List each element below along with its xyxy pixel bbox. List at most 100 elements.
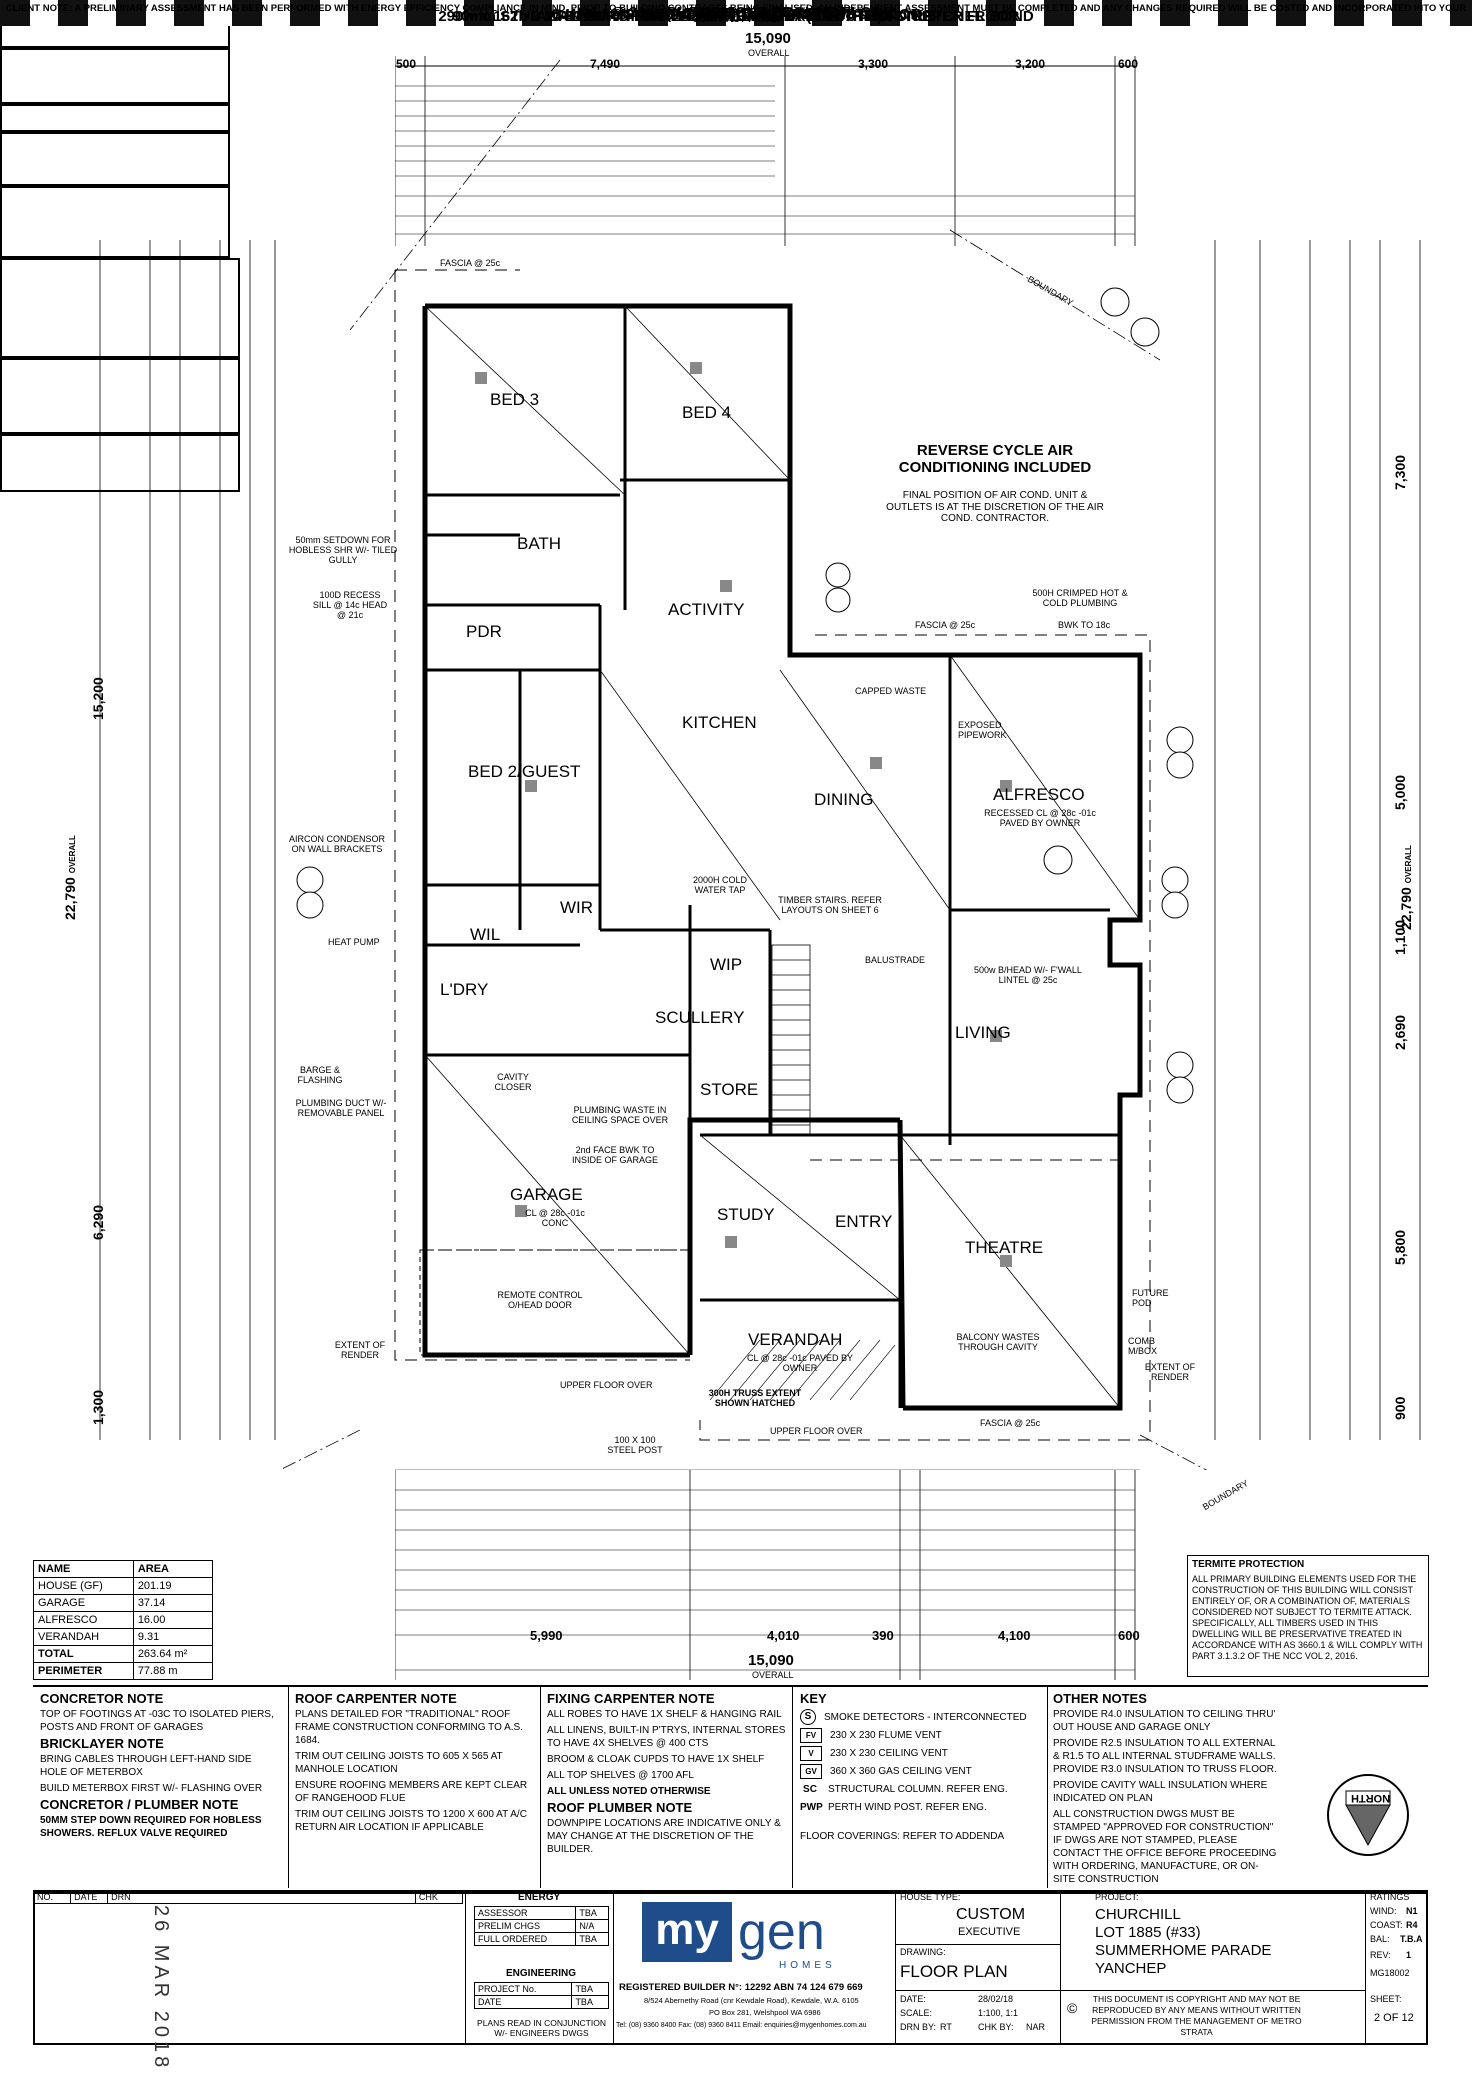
energy-cell: TBA [575, 1932, 609, 1946]
rev-header-chk: CHK [414, 1890, 464, 1904]
key-text: SMOKE DETECTORS - INTERCONNECTED [824, 1711, 1027, 1723]
cavity-closer-note: CAVITY CLOSER [494, 1072, 532, 1092]
bricklayer-title: BRICKLAYER NOTE [40, 1736, 164, 1751]
area-cell: 201.19 [132, 1577, 214, 1595]
render-text: ACRYLIC FINISH RENDER TO FRONT ELEVATION… [536, 8, 936, 25]
concretor-title: CONCRETOR NOTE [40, 1691, 164, 1706]
eng-cell: TBA [571, 1995, 609, 2009]
project-line-1: CHURCHILL [1095, 1906, 1181, 1923]
all-unless-note: ALL UNLESS OTHERWISE NOTED [0, 5, 841, 132]
room-kitchen: KITCHEN [682, 713, 757, 732]
house-type: CUSTOM [956, 1906, 1026, 1923]
rev-header-drn: DRN [107, 1890, 416, 1904]
date-value: 28/02/18 [978, 1994, 1014, 2004]
rev-label: REV: [1370, 1950, 1391, 1960]
roof-text-4: TRIM OUT CEILING JOISTS TO 1200 X 600 AT… [295, 1809, 527, 1833]
project-line-3: SUMMERHOME PARADE [1095, 1942, 1272, 1959]
room-entry: ENTRY [835, 1212, 893, 1231]
area-cell: TOTAL [33, 1645, 134, 1663]
overall-top-label: OVERALL [748, 48, 790, 58]
crimped-hot-note: 500H CRIMPED HOT & COLD PLUMBING [1032, 588, 1128, 608]
ceiling-vent-icon: V [800, 1745, 822, 1761]
ratings-block: RATINGS WIND: N1 COAST: R4 BAL: T.B.A RE… [1365, 1890, 1429, 2045]
blocks-note: 290w X 162h x 90 BLOCKS TO EXTERNAL LEAF… [0, 8, 1034, 434]
bricklayer-text-1: BRING CABLES THROUGH LEFT-HAND SIDE HOLE… [40, 1754, 252, 1778]
key-text: PERTH WIND POST. REFER ENG. [828, 1801, 987, 1813]
bottom-seg-2: 4,010 [767, 1628, 800, 1643]
balustrade-note: BALUSTRADE [865, 955, 926, 965]
copyright-text: THIS DOCUMENT IS COPYRIGHT AND MAY NOT B… [1091, 1994, 1302, 2037]
top-seg-1: 500 [396, 57, 417, 71]
heat-pump-note: HEAT PUMP [328, 937, 380, 947]
notes-divider-3 [792, 1687, 793, 1888]
all-unless-text: ALL UNLESS OTHERWISE NOTED [631, 5, 841, 20]
sheet-value: 2 OF 12 [1374, 2012, 1414, 2024]
area-cell: VERANDAH [33, 1628, 134, 1646]
aircon-condensor-note: AIRCON CONDENSOR ON WALL BRACKETS [288, 834, 385, 854]
roof-text-1: PLANS DETAILED FOR "TRADITIONAL" ROOF FR… [295, 1709, 523, 1746]
fixing-text-4: ALL TOP SHELVES @ 1700 AFL [547, 1770, 694, 1781]
extent-render-left: EXTENT OF RENDER [334, 1340, 386, 1360]
drawing-label: DRAWING: [900, 1947, 946, 1957]
fascia-top: FASCIA @ 25c [440, 258, 501, 268]
stud-wall-note: 90mm STUD WALL WITH PAINTED HARDIPLANK (… [0, 8, 1019, 258]
table-row: HOUSE (GF)201.19 [33, 1577, 214, 1595]
room-store: STORE [700, 1080, 759, 1099]
other-title: OTHER NOTES [1053, 1691, 1147, 1706]
key-row: S SMOKE DETECTORS - INTERCONNECTED [800, 1708, 1040, 1726]
ceiling-ground-text: C.L. @ 28c +PL THRU'OUT GROUND FLOOR [577, 4, 895, 21]
fascia-bottom: FASCIA @ 25c [980, 1418, 1041, 1428]
structural-column-icon: SC [803, 1783, 817, 1795]
exposed-note: EXPOSED PIPEWORK [958, 720, 1007, 740]
engineering-note: PLANS READ IN CONJUNCTION W/- ENGINEERS … [477, 2018, 606, 2038]
rev-value: 1 [1406, 1950, 1412, 1960]
alfresco-cl-note: RECESSED CL @ 28c -01c PAVED BY OWNER [984, 808, 1096, 828]
ratings-label: RATINGS [1370, 1892, 1410, 1902]
wind-label: WIND: [1370, 1906, 1397, 1916]
room-wil: WIL [470, 925, 501, 944]
logo-homes: HOMES [779, 1960, 836, 1971]
concretor-notes: CONCRETOR NOTE TOP OF FOOTINGS AT -03c T… [40, 1692, 280, 1843]
comb-mbox-note: COMB M/BOX [1128, 1336, 1158, 1356]
key-text: 230 X 230 FLUME VENT [830, 1729, 942, 1741]
truss-text: 400mm SUSPENDED TRUSS THRU'OUT U.N.O. [568, 6, 904, 23]
energy-cell: TBA [575, 1906, 609, 1920]
area-cell: 37.14 [132, 1594, 214, 1612]
roof-carpenter-notes: ROOF CARPENTER NOTE PLANS DETAILED FOR "… [295, 1692, 535, 1837]
fixing-text-1: ALL ROBES TO HAVE 1X SHELF & HANGING RAI… [547, 1709, 782, 1720]
key-title: KEY [800, 1691, 827, 1706]
area-cell: ALFRESCO [33, 1611, 134, 1629]
floor-plan [279, 59, 1208, 1470]
table-row: PROJECT No.TBA [473, 1982, 609, 1996]
termite-text: ALL PRIMARY BUILDING ELEMENTS USED FOR T… [1192, 1574, 1423, 1661]
room-theatre: THEATRE [965, 1238, 1044, 1257]
other-text-2: PROVIDE R2.5 INSULATION TO ALL EXTERNAL … [1053, 1738, 1277, 1775]
rev-header-no: NO. [32, 1890, 72, 1904]
received-stamp: 26 MAR 2018 [150, 1905, 172, 2072]
top-dimension-lines [395, 56, 1136, 246]
divider [896, 1944, 1061, 1945]
logo-block: my gen HOMES REGISTERED BUILDER N°: 1229… [613, 1890, 896, 2045]
room-bed4: BED 4 [682, 403, 732, 422]
drn-by-value: RT [940, 2022, 952, 2032]
fixing-carpenter-notes: FIXING CARPENTER NOTE ALL ROBES TO HAVE … [547, 1692, 787, 1859]
smoke-detector-icon: S [800, 1709, 816, 1725]
gas-vent-icon: GV [800, 1763, 822, 1779]
other-text-4: ALL CONSTRUCTION DWGS MUST BE STAMPED "A… [1053, 1809, 1277, 1885]
overall-bottom-dim: 15,090 [748, 1652, 794, 1669]
room-bath: BATH [517, 534, 562, 553]
engineering-title: ENGINEERING [506, 1968, 577, 1979]
scale-label: SCALE: [900, 2008, 933, 2018]
other-notes: OTHER NOTES PROVIDE R4.0 INSULATION TO C… [1053, 1692, 1278, 1889]
room-dining: DINING [814, 790, 874, 809]
